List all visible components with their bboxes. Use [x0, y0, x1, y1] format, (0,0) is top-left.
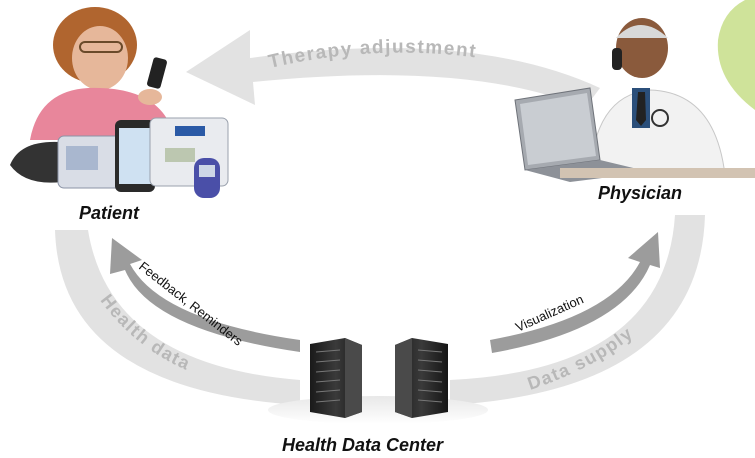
green-accent-shape	[717, 0, 755, 110]
server-rack-left	[310, 338, 362, 418]
feedback-reminders-arrow	[110, 238, 300, 352]
patient-label: Patient	[79, 203, 140, 223]
server-rack-right	[395, 338, 448, 418]
physician-illustration	[514, 18, 755, 182]
physician-label: Physician	[598, 183, 683, 203]
data-center-floor	[268, 396, 488, 424]
visualization-arrow	[490, 232, 660, 353]
data-supply-arrow	[450, 215, 705, 405]
patient-illustration	[10, 7, 229, 198]
health-data-arrow	[55, 230, 300, 405]
therapy-adjustment-arrow	[186, 30, 600, 108]
health-data-center-label: Health Data Center	[282, 435, 444, 455]
